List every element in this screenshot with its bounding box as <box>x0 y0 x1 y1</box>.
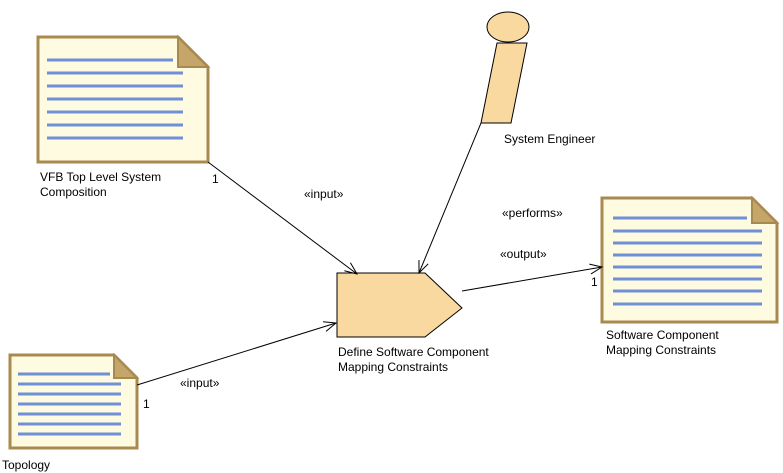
performs-stereotype: «performs» <box>502 206 563 220</box>
vfb-document-icon[interactable] <box>36 34 211 164</box>
define-task-shape[interactable] <box>336 272 463 338</box>
topology-multiplicity: 1 <box>143 397 150 411</box>
output-multiplicity: 1 <box>591 275 598 289</box>
task-name-line1: Define Software Component <box>338 345 489 359</box>
vfb-input-stereotype: «input» <box>304 187 344 201</box>
vfb-name-line2: Composition <box>40 185 107 199</box>
task-name-label: Define Software Component Mapping Constr… <box>338 345 489 375</box>
output-name-label: Software Component Mapping Constraints <box>606 328 719 358</box>
vfb-name-line1: VFB Top Level System <box>40 170 162 184</box>
output-edge <box>461 267 602 292</box>
output-name-line1: Software Component <box>606 328 719 342</box>
topology-input-stereotype: «input» <box>180 376 220 390</box>
output-document-icon[interactable] <box>600 195 780 324</box>
vfb-multiplicity: 1 <box>212 172 219 186</box>
system-engineer-role-icon[interactable] <box>480 11 530 124</box>
vfb-input-edge <box>207 161 357 274</box>
task-name-line2: Mapping Constraints <box>338 360 449 374</box>
performs-edge <box>419 122 482 273</box>
topology-document-icon[interactable] <box>8 352 140 450</box>
system-engineer-label: System Engineer <box>504 132 596 146</box>
topology-input-edge <box>136 323 336 386</box>
output-name-line2: Mapping Constraints <box>606 343 717 357</box>
vfb-name-label: VFB Top Level System Composition <box>40 170 161 200</box>
output-stereotype: «output» <box>500 247 547 261</box>
topology-name-label: Topology <box>2 458 51 472</box>
